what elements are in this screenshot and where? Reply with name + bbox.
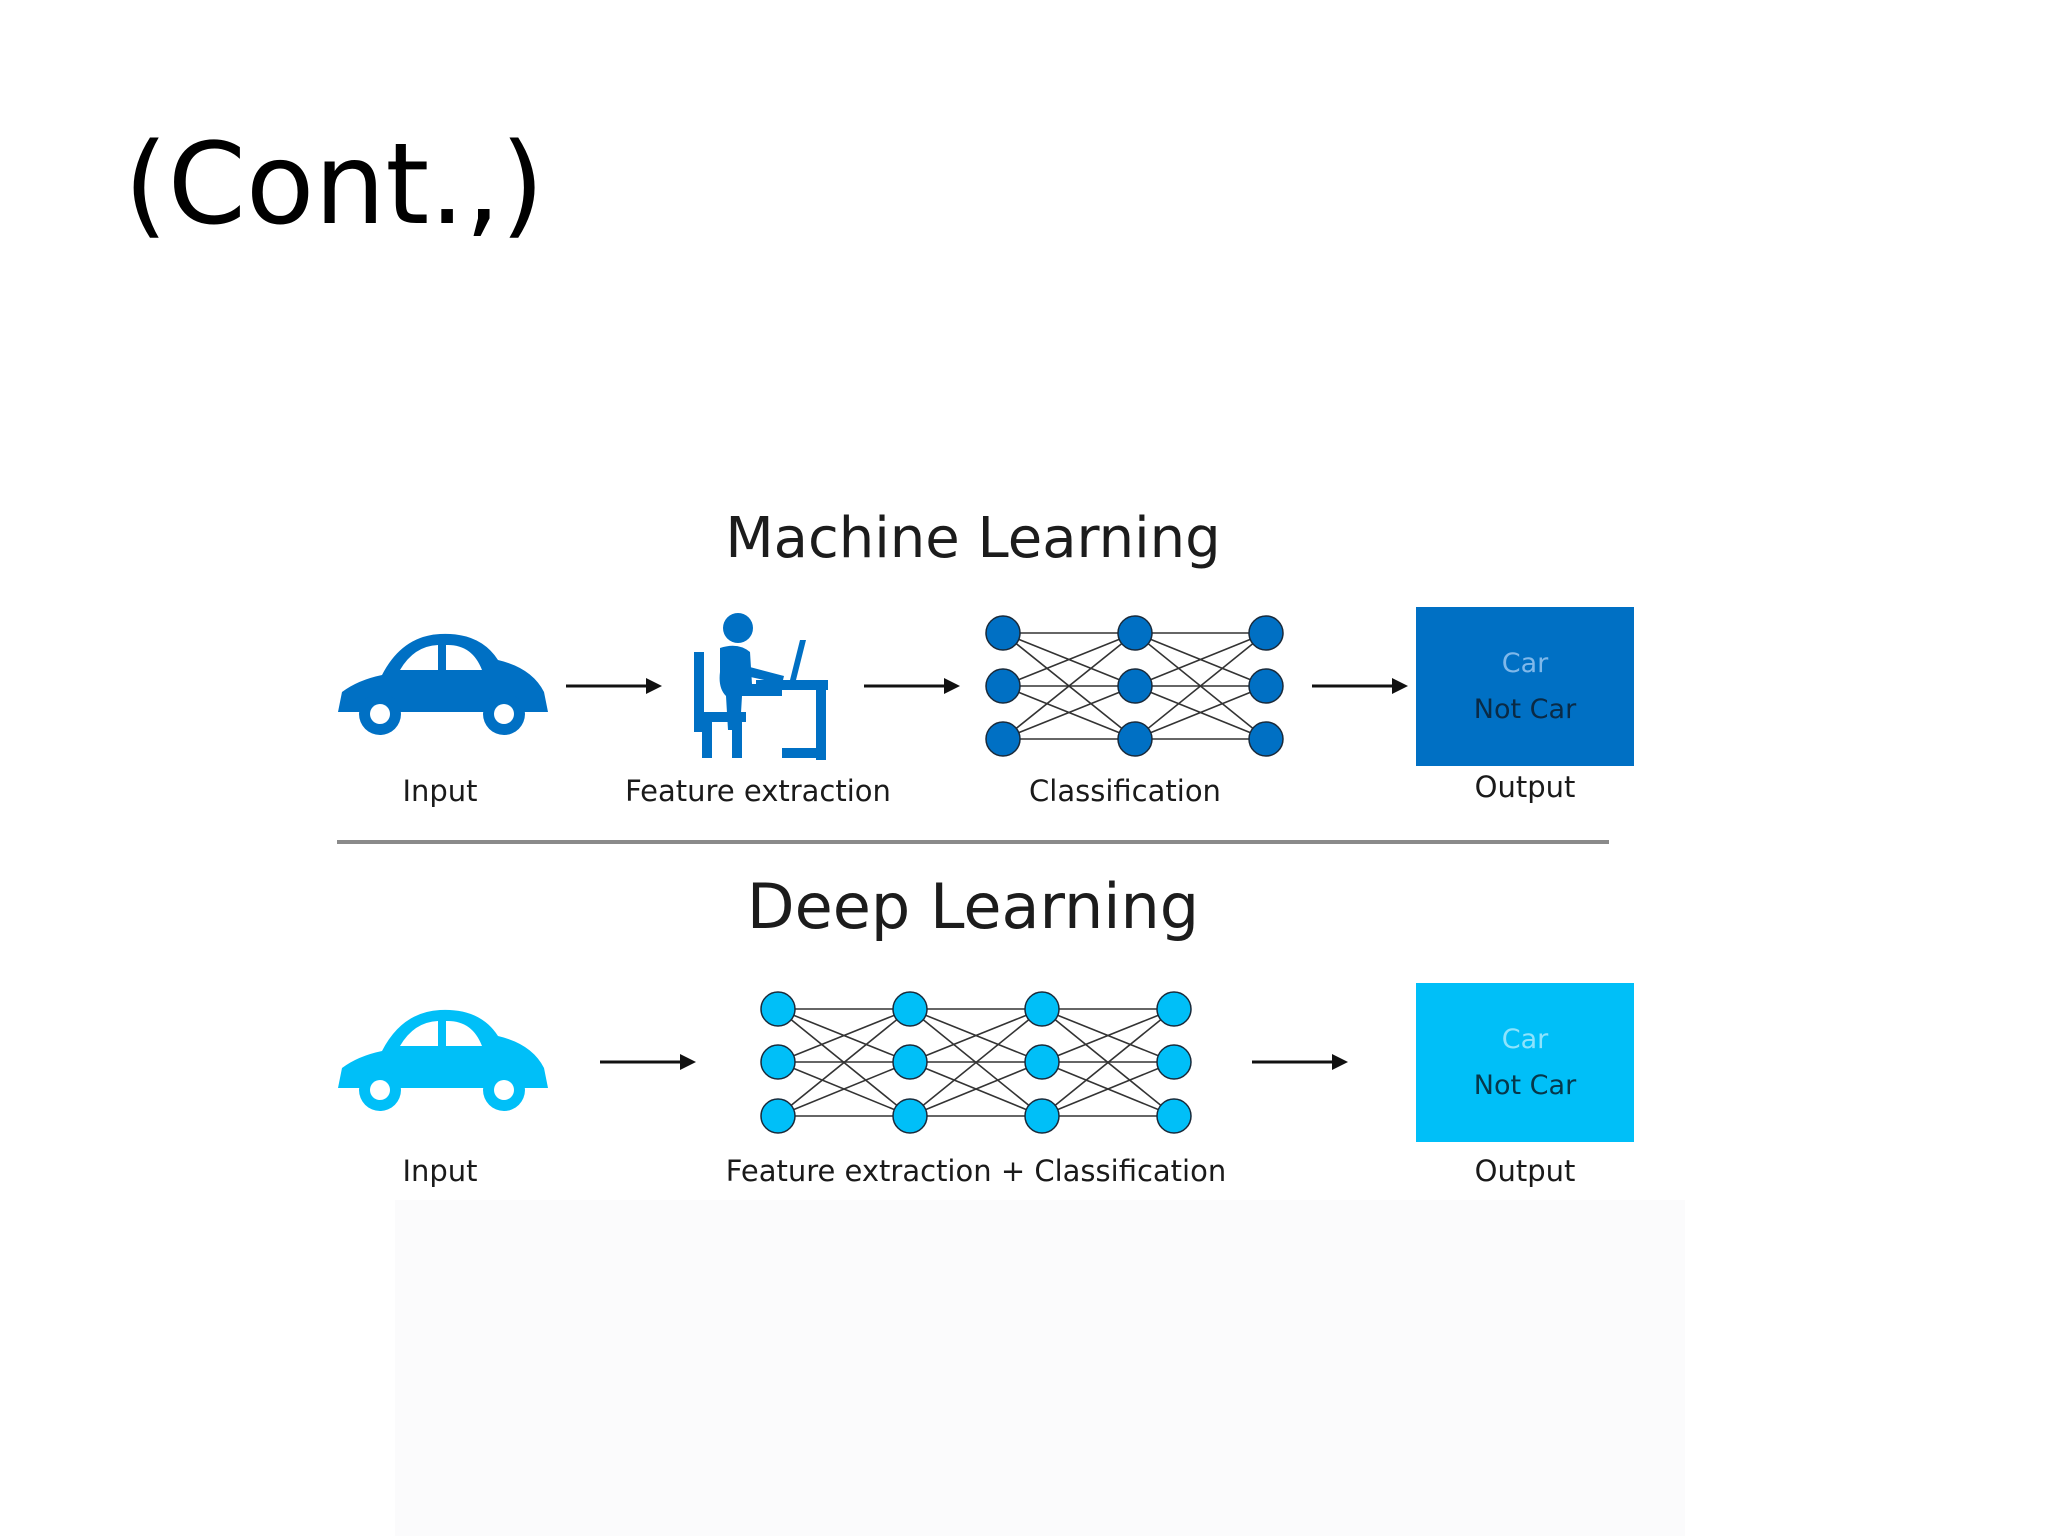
deep-learning-title: Deep Learning — [746, 870, 1200, 943]
dl-output-box: Car Not Car — [1416, 983, 1634, 1142]
network-edge — [909, 1008, 1043, 1063]
arrow-right-icon — [1252, 1054, 1348, 1070]
network-edge — [1041, 1008, 1175, 1117]
network-node — [985, 615, 1021, 651]
network-edge — [1002, 632, 1136, 687]
network-edge — [777, 1008, 911, 1063]
ml-output-option-not-car: Not Car — [1473, 693, 1577, 725]
network-edge — [1041, 1061, 1175, 1117]
network-edge — [909, 1008, 1043, 1117]
slide-title: (Cont.,) — [124, 120, 545, 250]
dl-feature-classification-label: Feature extraction + Classification — [725, 1154, 1227, 1188]
network-node — [892, 1098, 928, 1134]
network-node — [1117, 615, 1153, 651]
ml-output-option-car: Car — [1501, 647, 1549, 679]
arrow-right-icon — [864, 678, 960, 694]
person-at-desk-icon — [694, 613, 828, 760]
network-node — [1248, 668, 1284, 704]
network-node — [1156, 1044, 1192, 1080]
network-node — [1248, 615, 1284, 651]
network-edge — [1002, 685, 1136, 740]
network-edge — [777, 1061, 911, 1117]
diagram-panel-shade — [395, 1200, 1685, 1536]
network-edge — [1134, 685, 1267, 740]
network-node — [1117, 668, 1153, 704]
network-edge — [1041, 1008, 1175, 1063]
network-node — [1024, 1098, 1060, 1134]
car-icon — [338, 633, 548, 735]
network-edge — [777, 1008, 911, 1117]
network-node — [1156, 991, 1192, 1027]
ml-feature-extraction-label: Feature extraction — [625, 774, 891, 808]
network-node — [892, 1044, 928, 1080]
network-edge — [909, 1061, 1043, 1117]
section-divider — [337, 840, 1609, 844]
dl-output-option-not-car: Not Car — [1473, 1069, 1577, 1101]
network-node — [760, 991, 796, 1027]
arrow-right-icon — [566, 678, 662, 694]
arrow-right-icon — [600, 1054, 696, 1070]
network-node — [892, 991, 928, 1027]
dl-output-label: Output — [1474, 1154, 1576, 1188]
arrow-right-icon — [1312, 678, 1408, 694]
network-node — [1024, 991, 1060, 1027]
car-icon — [338, 1009, 548, 1111]
network-node — [1248, 721, 1284, 757]
ml-output-label: Output — [1474, 770, 1576, 804]
network-node — [1024, 1044, 1060, 1080]
network-edge — [1002, 632, 1136, 740]
network-node — [1156, 1098, 1192, 1134]
machine-learning-title: Machine Learning — [725, 506, 1221, 571]
network-edge — [1134, 632, 1267, 687]
ml-input-label: Input — [402, 774, 478, 808]
network-node — [1117, 721, 1153, 757]
network-node — [760, 1098, 796, 1134]
ml-output-box: Car Not Car — [1416, 607, 1634, 766]
network-node — [760, 1044, 796, 1080]
network-node — [985, 668, 1021, 704]
ml-classification-label: Classification — [1029, 774, 1221, 808]
dl-input-label: Input — [402, 1154, 478, 1188]
dl-output-option-car: Car — [1501, 1023, 1549, 1055]
network-node — [985, 721, 1021, 757]
network-edge — [1134, 632, 1267, 740]
